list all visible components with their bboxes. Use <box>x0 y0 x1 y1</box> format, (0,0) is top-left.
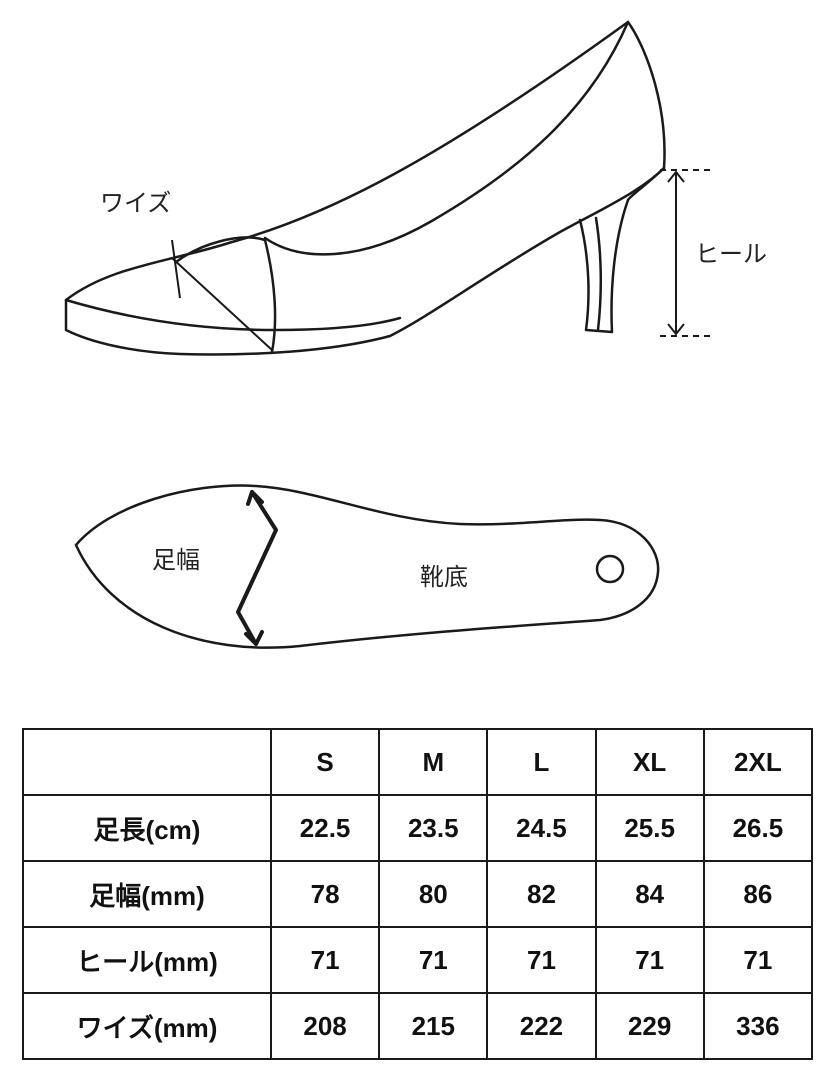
table-row: 足長(cm) 22.5 23.5 24.5 25.5 26.5 <box>22 794 814 862</box>
size-header: M <box>378 728 489 796</box>
insole-hole-icon <box>595 554 625 584</box>
table-cell: 82 <box>486 860 597 928</box>
table-cell: 215 <box>378 992 489 1060</box>
size-header: L <box>486 728 597 796</box>
row-label: 足長(cm) <box>22 794 272 862</box>
table-cell: 78 <box>269 860 381 928</box>
size-header: S <box>269 728 381 796</box>
heel-shape <box>578 198 630 334</box>
heel-inner <box>594 216 603 332</box>
heel-back <box>626 166 666 202</box>
size-header: XL <box>594 728 705 796</box>
row-label: 足幅(mm) <box>22 860 272 928</box>
table-cell: 23.5 <box>378 794 489 862</box>
table-cell: 229 <box>594 992 705 1060</box>
shoe-diagram: ワイズ ヒール 足幅 靴底 <box>64 20 767 649</box>
table-corner-cell <box>22 728 272 796</box>
table-cell: 71 <box>486 926 597 994</box>
insole-top-view <box>74 484 660 649</box>
vamp-curve <box>174 236 277 354</box>
sole-edge <box>64 298 402 332</box>
label-wise: ワイズ <box>100 189 171 217</box>
table-cell: 24.5 <box>486 794 597 862</box>
heel-measurement <box>660 169 712 337</box>
table-cell: 208 <box>269 992 381 1060</box>
row-label: ヒール(mm) <box>22 926 272 994</box>
pump-side-view <box>64 20 666 356</box>
label-sole: 靴底 <box>420 563 468 591</box>
shoe-collar <box>263 20 630 256</box>
table-cell: 25.5 <box>594 794 705 862</box>
table-cell: 86 <box>702 860 814 928</box>
table-cell: 22.5 <box>269 794 381 862</box>
table-header-row: S M L XL 2XL <box>22 728 814 796</box>
table-cell: 336 <box>702 992 814 1060</box>
table-row: ワイズ(mm) 208 215 222 229 336 <box>22 992 814 1060</box>
row-label: ワイズ(mm) <box>22 992 272 1060</box>
table-row: ヒール(mm) 71 71 71 71 71 <box>22 926 814 994</box>
wise-measurement <box>171 239 273 351</box>
label-foot-width: 足幅 <box>152 546 200 574</box>
table-cell: 71 <box>378 926 489 994</box>
label-heel: ヒール <box>695 240 767 268</box>
table-cell: 80 <box>378 860 489 928</box>
table-row: 足幅(mm) 78 80 82 84 86 <box>22 860 814 928</box>
table-cell: 71 <box>269 926 381 994</box>
table-cell: 71 <box>594 926 705 994</box>
foot-width-arrow <box>236 490 278 646</box>
size-chart-table: S M L XL 2XL 足長(cm) 22.5 23.5 24.5 25.5 … <box>22 728 814 1060</box>
table-cell: 71 <box>702 926 814 994</box>
table-cell: 26.5 <box>702 794 814 862</box>
insole-outline <box>74 484 660 649</box>
table-cell: 84 <box>594 860 705 928</box>
size-header: 2XL <box>702 728 814 796</box>
table-cell: 222 <box>486 992 597 1060</box>
